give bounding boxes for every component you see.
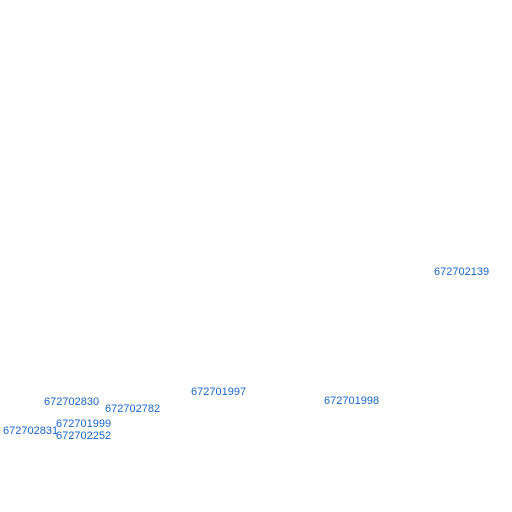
node-label[interactable]: 672702831	[3, 425, 59, 437]
node-label[interactable]: 672702830	[44, 396, 100, 408]
node-label[interactable]: 672702252	[56, 430, 112, 442]
node-label[interactable]: 672702782	[105, 403, 161, 415]
node-label[interactable]: 672701998	[324, 395, 380, 407]
node-label[interactable]: 672701999	[56, 418, 112, 430]
node-label[interactable]: 672702139	[434, 266, 490, 278]
node-label[interactable]: 672701997	[191, 386, 247, 398]
